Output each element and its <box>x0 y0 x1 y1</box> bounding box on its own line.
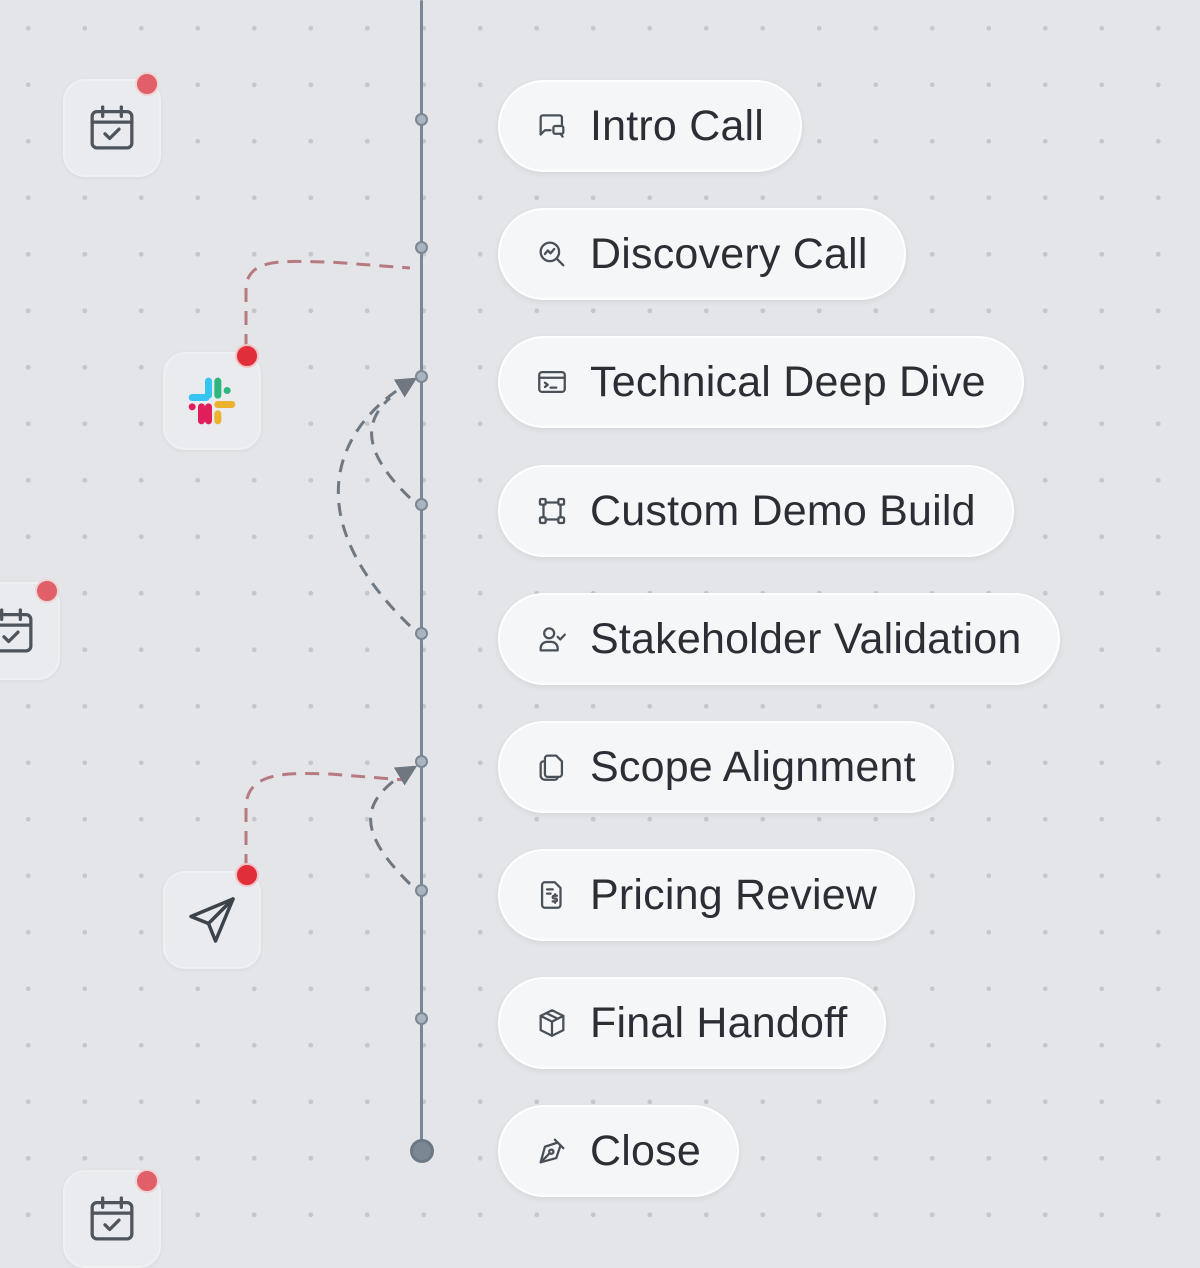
stage-label: Stakeholder Validation <box>590 614 1022 663</box>
stage-pricing-review[interactable]: Pricing Review <box>498 849 916 941</box>
connector-slack-to-discovery <box>244 259 411 348</box>
package-box-icon <box>534 1005 570 1041</box>
notification-dot <box>135 1169 159 1193</box>
user-check-icon <box>534 621 570 657</box>
stage-label: Final Handoff <box>590 998 848 1047</box>
timeline-line <box>420 0 423 1152</box>
search-analytics-icon <box>534 236 570 272</box>
stage-label: Close <box>590 1126 701 1175</box>
stage-label: Pricing Review <box>590 870 878 919</box>
stage-close[interactable]: Close <box>498 1105 739 1197</box>
stage-technical-deep-dive[interactable]: Technical Deep Dive <box>498 336 1024 428</box>
loop-demo-to-deep-dive <box>370 396 412 500</box>
stage-stakeholder-validation[interactable]: Stakeholder Validation <box>498 593 1060 685</box>
timeline-node[interactable] <box>415 627 428 640</box>
stage-custom-demo-build[interactable]: Custom Demo Build <box>498 465 1014 557</box>
loop-pricing-to-scope <box>369 765 418 886</box>
timeline-end-node[interactable] <box>410 1139 434 1163</box>
slack-tile[interactable] <box>163 352 261 450</box>
timeline-node[interactable] <box>415 755 428 768</box>
connector-send-to-scope <box>244 772 406 868</box>
notification-dot <box>35 579 59 603</box>
pen-nib-icon <box>534 1133 570 1169</box>
stage-label: Discovery Call <box>590 229 868 278</box>
stage-label: Technical Deep Dive <box>590 357 986 406</box>
loop-validation-to-deep-dive <box>336 377 418 628</box>
calendar-check-icon <box>90 1196 134 1241</box>
timeline-node[interactable] <box>415 884 428 897</box>
copy-documents-icon <box>534 749 570 785</box>
message-square-icon <box>534 108 570 144</box>
terminal-window-icon <box>534 364 570 400</box>
calendar-check-icon <box>0 608 33 653</box>
timeline-node[interactable] <box>415 1012 428 1025</box>
stage-scope-alignment[interactable]: Scope Alignment <box>498 721 954 813</box>
notification-dot <box>135 72 159 96</box>
notification-dot <box>235 344 259 368</box>
calendar-check-tile[interactable] <box>63 79 161 177</box>
timeline-node[interactable] <box>415 241 428 254</box>
paper-plane-icon <box>189 897 235 943</box>
invoice-dollar-icon <box>534 877 570 913</box>
stage-label: Scope Alignment <box>590 742 916 791</box>
timeline-node[interactable] <box>415 113 428 126</box>
stage-label: Intro Call <box>590 101 765 150</box>
notification-dot <box>235 863 259 887</box>
send-tile[interactable] <box>163 871 261 969</box>
slack-icon <box>188 377 236 425</box>
timeline-node[interactable] <box>415 370 428 383</box>
stage-final-handoff[interactable]: Final Handoff <box>498 977 886 1069</box>
timeline-node[interactable] <box>415 498 428 511</box>
stage-label: Custom Demo Build <box>590 486 976 535</box>
calendar-check-icon <box>90 105 134 150</box>
frame-icon <box>534 493 570 529</box>
stage-intro-call[interactable]: Intro Call <box>498 80 803 172</box>
stage-discovery-call[interactable]: Discovery Call <box>498 208 906 300</box>
